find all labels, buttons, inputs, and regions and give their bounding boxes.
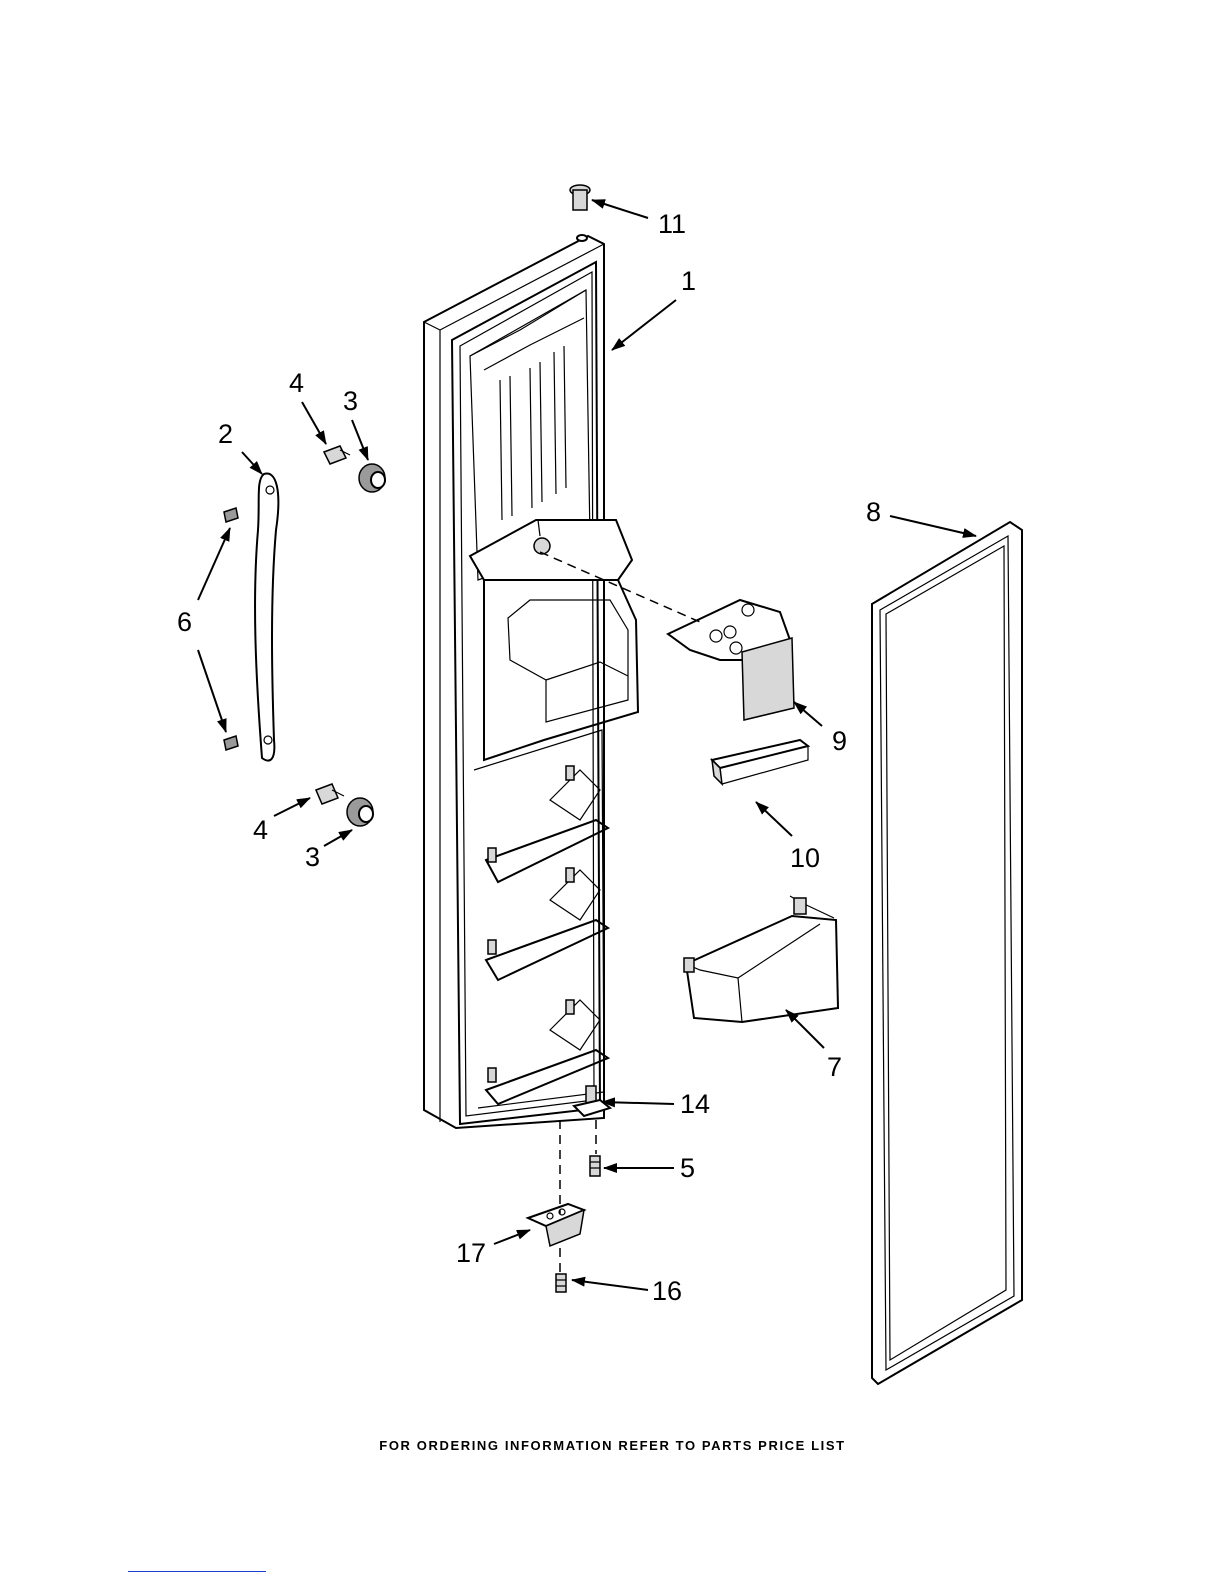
handle-screw-upper <box>324 446 350 464</box>
handle-spacer-upper <box>359 464 385 492</box>
callout-1: 1 <box>681 266 696 296</box>
top-hinge-bushing <box>570 185 590 241</box>
dispenser-cover-plate <box>668 600 794 720</box>
callout-9: 9 <box>832 726 847 756</box>
door-handle <box>224 473 278 760</box>
bottom-hinge-bracket <box>528 1204 584 1246</box>
callout-5: 5 <box>680 1153 695 1183</box>
callout-4-lower: 4 <box>253 815 268 845</box>
callout-3-lower: 3 <box>305 842 320 872</box>
bracket-screw <box>556 1274 566 1292</box>
callout-2: 2 <box>218 419 233 449</box>
ordering-information-footer: FOR ORDERING INFORMATION REFER TO PARTS … <box>0 1438 1225 1453</box>
callout-16: 16 <box>652 1276 682 1306</box>
footnote-link-line <box>128 1571 266 1572</box>
callout-14: 14 <box>680 1089 710 1119</box>
callout-17: 17 <box>456 1238 486 1268</box>
callout-7: 7 <box>827 1052 842 1082</box>
callout-8: 8 <box>866 497 881 527</box>
hinge-screw <box>590 1156 600 1176</box>
door-gasket <box>872 522 1022 1384</box>
door-bin <box>684 896 838 1022</box>
refrigerator-door <box>424 236 638 1128</box>
handle-spacer-lower <box>347 798 373 826</box>
callout-6: 6 <box>177 607 192 637</box>
callout-10: 10 <box>790 843 820 873</box>
callout-4-upper: 4 <box>289 368 304 398</box>
callout-3-upper: 3 <box>343 386 358 416</box>
handle-screw-lower <box>316 784 344 804</box>
callout-11: 11 <box>658 209 686 239</box>
dispenser-trim-strip <box>712 740 808 784</box>
